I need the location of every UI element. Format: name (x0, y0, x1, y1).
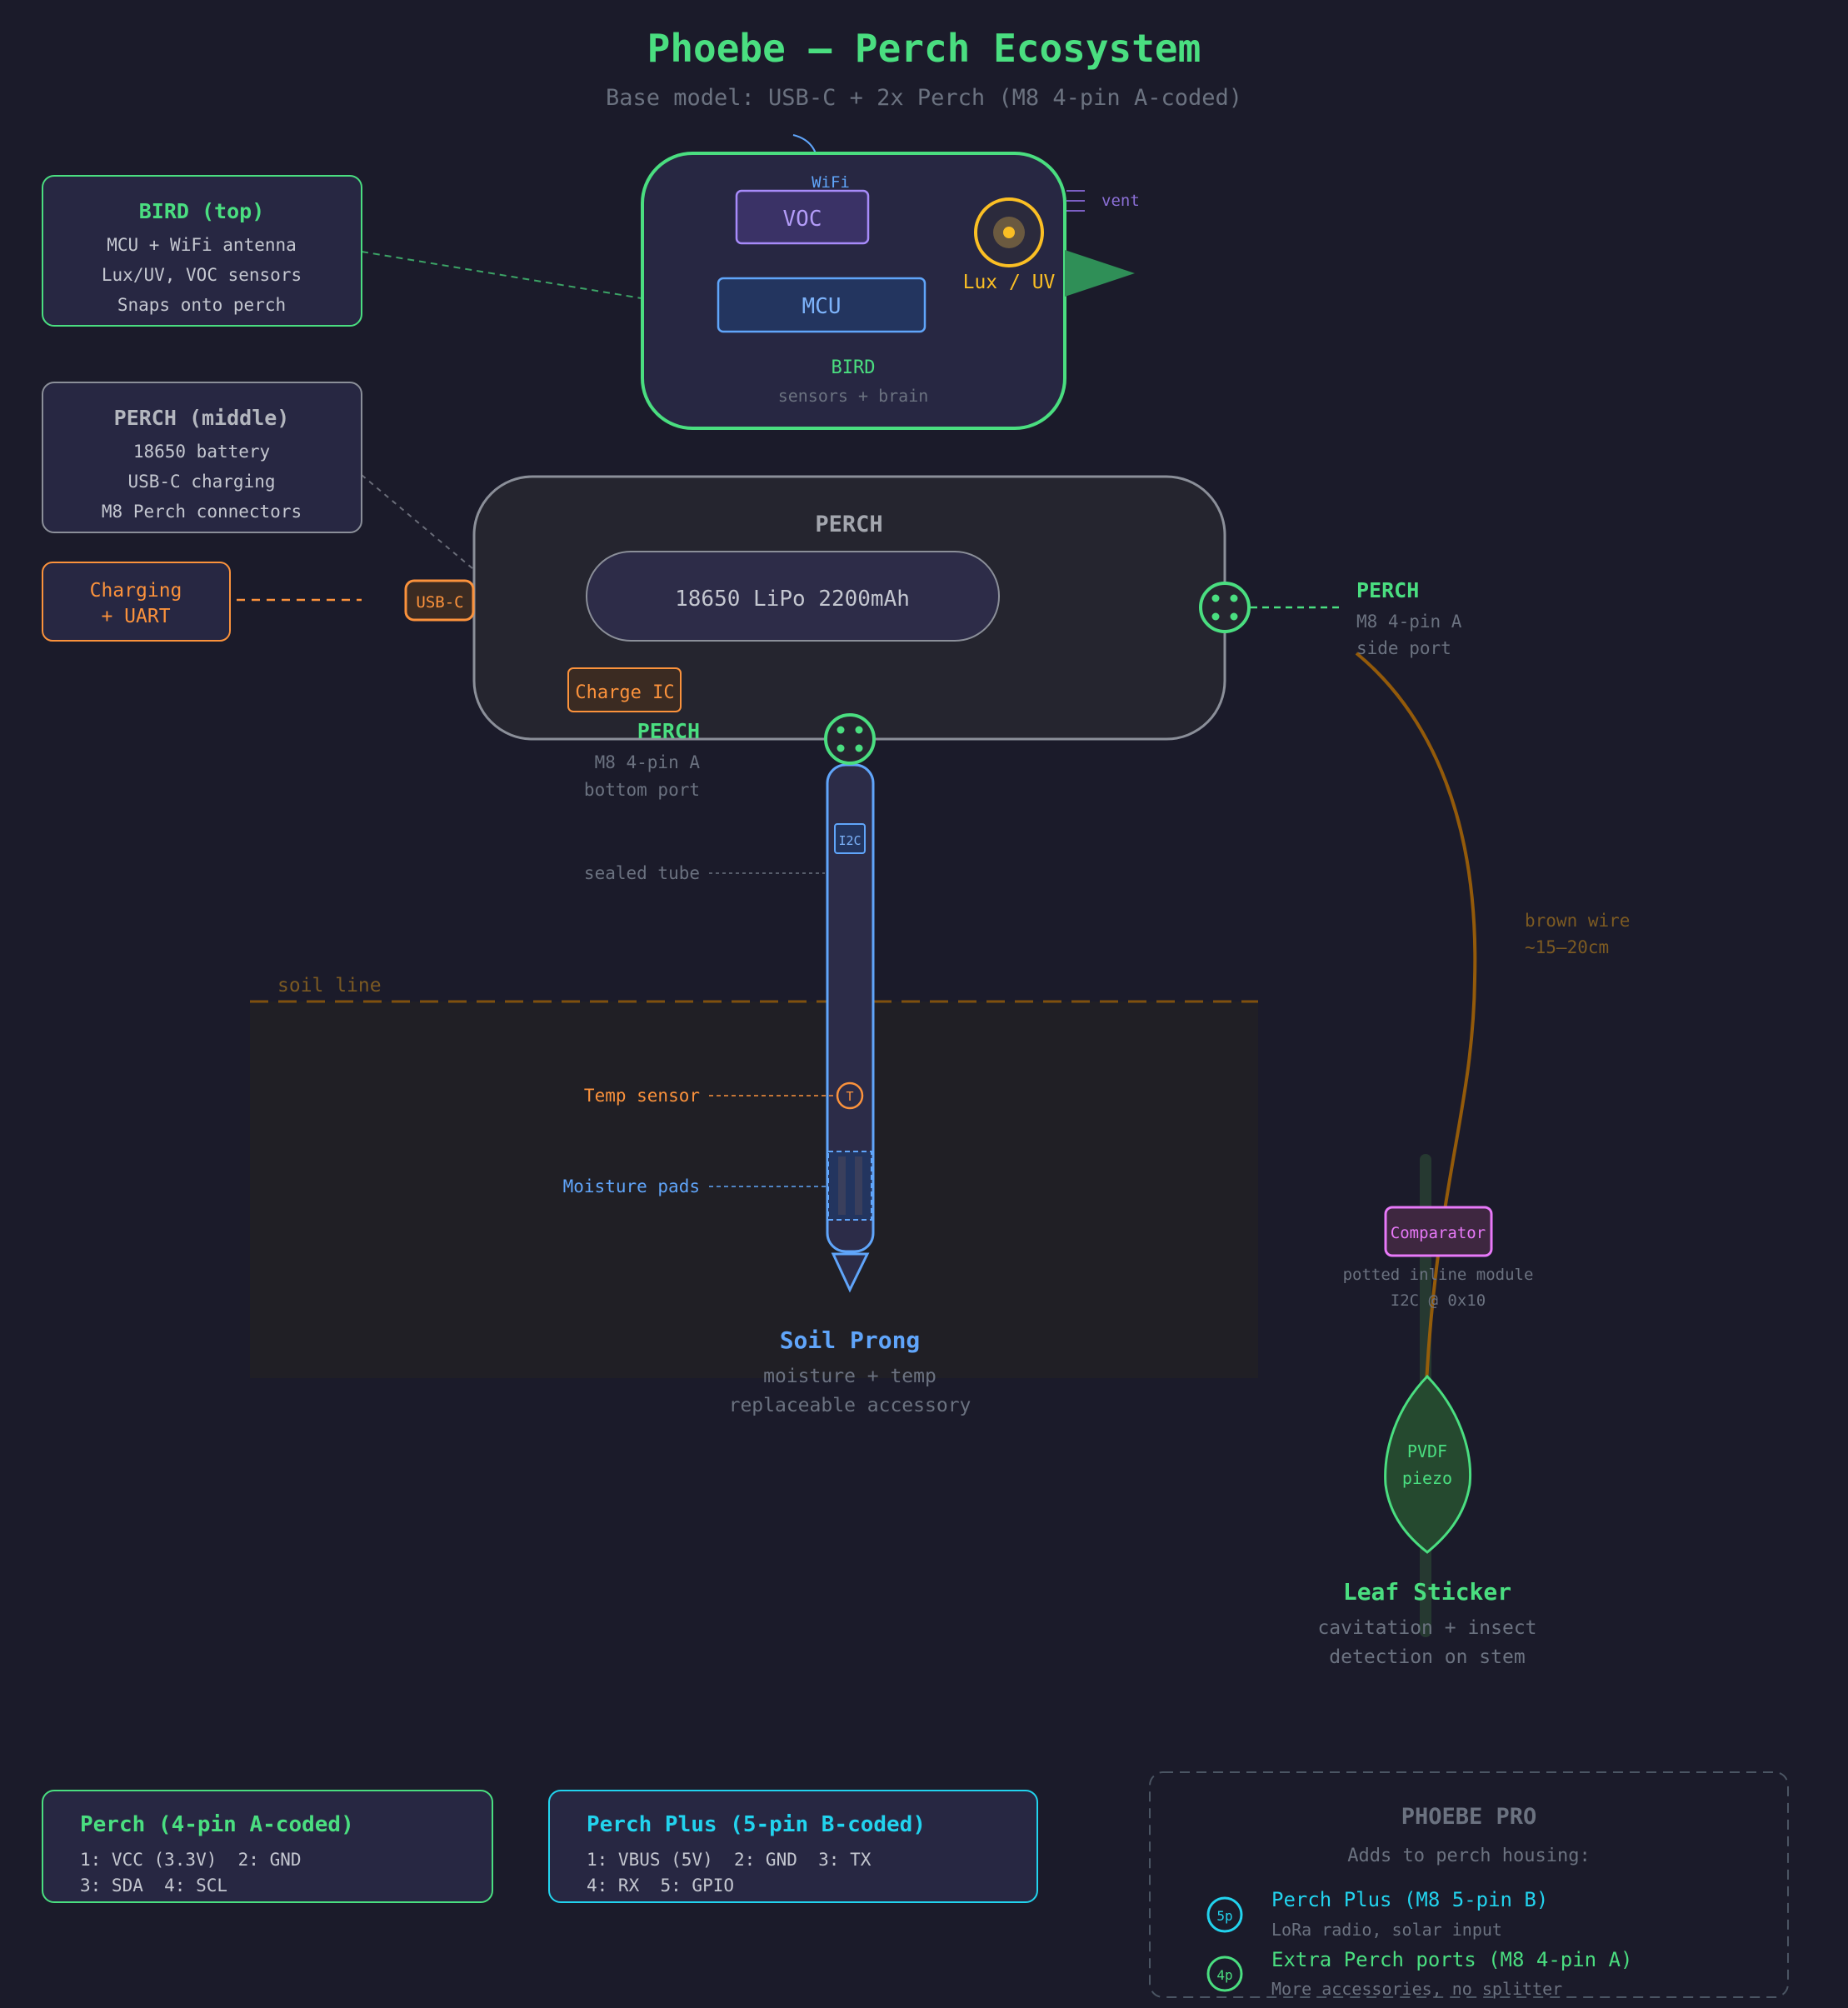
piezo-label: piezo (1402, 1468, 1452, 1488)
prong-tip (831, 1252, 870, 1293)
comparator-module-line: I2C @ 0x10 (1391, 1291, 1486, 1310)
bird-callout-line: MCU + WiFi antenna (107, 235, 297, 255)
brown-wire-label: brown wire (1525, 911, 1630, 931)
page-title: Phoebe — Perch Ecosystem (647, 26, 1201, 71)
i2c-label: I2C (838, 833, 861, 848)
legend-perch-4pin-title: Perch (4-pin A-coded) (80, 1812, 354, 1837)
bird-callout: BIRD (top) MCU + WiFi antenna Lux/UV, VO… (42, 175, 362, 327)
bird-beak-icon (1065, 250, 1135, 297)
leaf-sticker-line: detection on stem (1329, 1646, 1525, 1668)
charging-callout: Charging + UART (42, 562, 231, 642)
page-subtitle: Base model: USB-C + 2x Perch (M8 4-pin A… (606, 85, 1242, 111)
side-port-connector-icon (1199, 582, 1251, 633)
perch-callout-line: 18650 battery (133, 442, 270, 462)
leaf-sticker-icon (1384, 1374, 1472, 1554)
perch-callout-title: PERCH (middle) (114, 406, 290, 430)
legend-perch-plus-line: 4: RX 5: GPIO (587, 1876, 734, 1896)
soil-prong-title: Soil Prong (780, 1326, 921, 1354)
comparator-module (1384, 1206, 1493, 1257)
i2c-chip (834, 823, 866, 854)
perch-callout-line: M8 Perch connectors (102, 502, 302, 522)
phoebe-pro-title: PHOEBE PRO (1401, 1804, 1537, 1830)
usb-c-port (404, 579, 475, 622)
soil-prong-line: replaceable accessory (729, 1395, 971, 1416)
lux-uv-label: Lux / UV (963, 272, 1056, 293)
legend-phoebe-pro: PHOEBE PRO Adds to perch housing: 5p Per… (1149, 1771, 1789, 1999)
brown-wire-label: ~15–20cm (1525, 937, 1609, 957)
voc-sensor (735, 189, 870, 245)
leaf-sticker-line: cavitation + insect (1317, 1617, 1536, 1639)
phoebe-pro-item-desc: LoRa radio, solar input (1271, 1920, 1502, 1940)
extra-perch-badge-icon (1206, 1956, 1243, 1992)
legend-perch-4pin: Perch (4-pin A-coded) 1: VCC (3.3V) 2: G… (42, 1790, 493, 1903)
usb-c-label: USB-C (416, 593, 463, 612)
phoebe-pro-item-title: Perch Plus (M8 5-pin B) (1271, 1888, 1548, 1911)
phoebe-pro-item-title: Extra Perch ports (M8 4-pin A) (1271, 1948, 1632, 1971)
bird-callout-line: Lux/UV, VOC sensors (102, 265, 302, 285)
perch-plus-badge-icon (1206, 1896, 1243, 1933)
phoebe-pro-subtitle: Adds to perch housing: (1347, 1846, 1590, 1866)
legend-perch-plus-title: Perch Plus (5-pin B-coded) (587, 1812, 926, 1837)
legend-perch-4pin-line: 3: SDA 4: SCL (80, 1876, 227, 1896)
bottom-port-line: bottom port (584, 780, 700, 800)
charge-ic (567, 667, 682, 712)
perch-callout-leader (361, 474, 474, 570)
sealed-tube-label: sealed tube (584, 863, 700, 883)
side-port-line: side port (1356, 638, 1451, 658)
side-port-title: PERCH (1356, 578, 1419, 602)
side-port-line: M8 4-pin A (1356, 612, 1462, 632)
comparator-label: Comparator (1391, 1224, 1486, 1242)
bird-callout-title: BIRD (top) (139, 199, 265, 223)
vent-label: vent (1101, 192, 1140, 210)
battery-label: 18650 LiPo 2200mAh (675, 587, 910, 612)
soil-prong-line: moisture + temp (763, 1366, 936, 1387)
legend-perch-plus-5pin: Perch Plus (5-pin B-coded) 1: VBUS (5V) … (548, 1790, 1038, 1903)
charging-callout-line: + UART (101, 606, 170, 627)
legend-perch-4pin-line: 1: VCC (3.3V) 2: GND (80, 1850, 302, 1870)
bird-callout-leader (361, 251, 642, 299)
soil-line-label: soil line (277, 975, 382, 997)
bottom-port-line: M8 4-pin A (595, 752, 701, 772)
moisture-pads (827, 1151, 872, 1221)
comparator-module-line: potted inline module (1343, 1266, 1534, 1284)
perch-callout: PERCH (middle) 18650 battery USB-C charg… (42, 382, 362, 533)
temp-sensor-label: Temp sensor (584, 1086, 700, 1106)
extra-perch-badge: 4p (1216, 1967, 1232, 1983)
bird-name: BIRD (832, 357, 876, 378)
temp-sensor-glyph: T (846, 1089, 853, 1104)
vent-icon (1066, 190, 1085, 212)
perch-plus-badge: 5p (1216, 1908, 1232, 1924)
soil-prong: I2C T (826, 763, 875, 1293)
bird-caption: sensors + brain (778, 386, 929, 406)
perch-callout-line: USB-C charging (127, 472, 275, 492)
bird-housing: WiFi VOC MCU Lux / UV vent BIRD sensors … (641, 134, 1140, 430)
voc-label: VOC (783, 207, 822, 232)
mcu-chip (717, 277, 926, 333)
perch-title: PERCH (815, 512, 882, 537)
legend-perch-plus-line: 1: VBUS (5V) 2: GND 3: TX (587, 1850, 872, 1870)
phoebe-pro-item-desc: More accessories, no splitter (1271, 1979, 1562, 1999)
soil-region (250, 1002, 1258, 1378)
charging-callout-line: Charging (90, 580, 182, 602)
leaf-sticker-title: Leaf Sticker (1343, 1578, 1511, 1606)
battery (586, 551, 1000, 642)
wifi-label: WiFi (812, 173, 850, 192)
moisture-pads-label: Moisture pads (563, 1176, 700, 1196)
mcu-label: MCU (802, 294, 842, 319)
temp-sensor-icon (836, 1081, 864, 1110)
lux-uv-sensor-icon (974, 197, 1044, 267)
bird-callout-line: Snaps onto perch (117, 295, 286, 315)
perch-housing: PERCH 18650 LiPo 2200mAh Charge IC (472, 475, 1226, 741)
charge-ic-label: Charge IC (575, 682, 674, 703)
bottom-port-title: PERCH (637, 719, 700, 743)
piezo-label: PVDF (1407, 1441, 1447, 1461)
bottom-port-connector-icon (824, 713, 876, 765)
